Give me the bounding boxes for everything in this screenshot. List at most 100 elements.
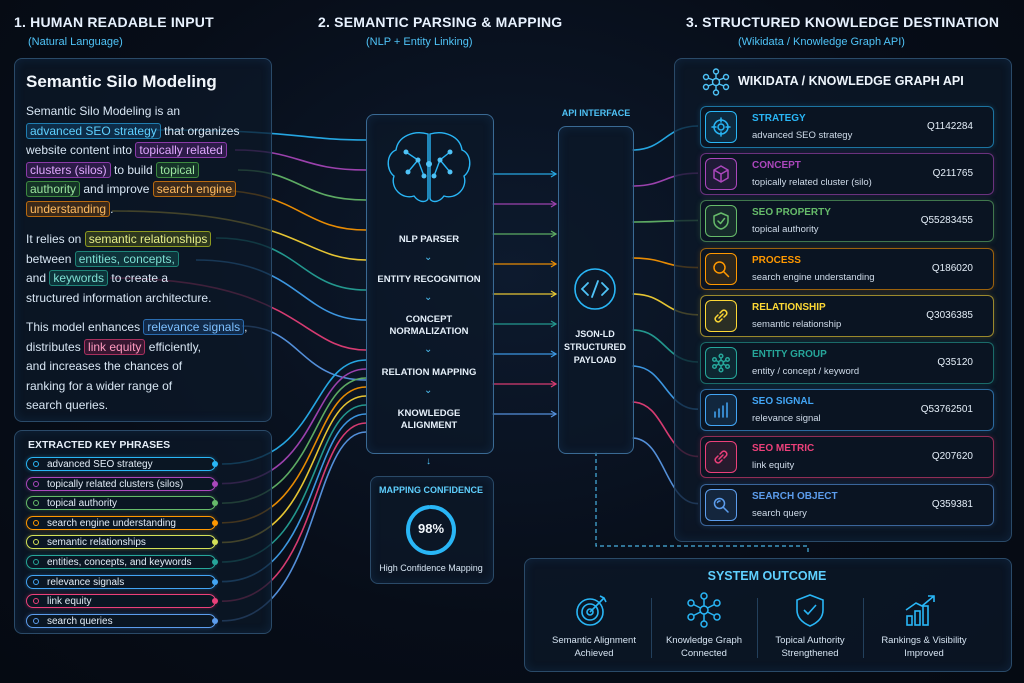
step-entity-recognition: ENTITY RECOGNITION [377,274,481,285]
text-run: , [244,320,248,334]
text-run: This model enhances [26,320,141,334]
input-paragraph-3: This model enhances relevance signals, d… [26,318,266,416]
confidence-value: 98% [417,521,445,536]
text-run: structured information architecture. [26,290,212,305]
text-run: between [26,251,72,266]
chevron-down-icon: ⌄ [424,344,433,355]
key-phrase-item: topical authority [26,496,218,511]
column-title-input: 1. HUMAN READABLE INPUT [14,14,214,30]
outcome-knowledge-graph: Knowledge Graph Connected [665,635,743,659]
brain-icon [387,132,471,203]
outcome-semantic-alignment: Semantic Alignment Achieved [552,635,636,659]
circle-icon [33,559,39,565]
mapping-confidence-panel [370,476,494,584]
knowledge-graph-title: WIKIDATA / KNOWLEDGE GRAPH API [738,74,964,88]
text-run: distributes [26,339,81,354]
arrowhead [550,290,558,298]
circle-icon [33,578,39,585]
network-icon [687,592,721,628]
circle-icon [33,480,39,487]
arrowhead [550,320,558,328]
text-run: . [110,201,114,216]
connector-dot [212,519,218,526]
key-phrase-item: advanced SEO strategy [26,457,218,471]
highlight-semantic-relationships: semantic relationships [84,231,212,247]
connector-dot [212,461,218,467]
divider [757,598,758,658]
arrowhead [550,380,558,388]
connector-dot [212,559,218,565]
input-panel-title: Semantic Silo Modeling [26,72,217,91]
card-qid: Q53762501 [920,404,973,416]
text-run: and increases the chances of [26,359,183,373]
circle-icon [33,519,39,526]
api-interface-label: API INTERFACE [561,108,631,118]
card-type: CONCEPT [752,160,801,172]
highlight-understanding: understanding [26,200,111,217]
text-run: to build [114,162,153,177]
text-run: and [26,271,47,285]
column-title-destination: 3. STRUCTURED KNOWLEDGE DESTINATION [686,14,1000,30]
confidence-caption: High Confidence Mapping [379,563,483,573]
key-phrases-title: EXTRACTED KEY PHRASES [28,439,171,451]
target-arrow-icon [576,595,607,626]
key-phrase-label: advanced SEO strategy [47,459,153,470]
arrowhead [550,350,558,358]
card-type: ENTITY GROUP [752,349,827,360]
network-icon [705,347,737,379]
card-description: relevance signal [752,413,821,425]
card-description: semantic relationship [752,318,842,330]
card-qid: Q186020 [931,262,973,274]
card-description: entity / concept / keyword [752,366,860,377]
card-qid: Q1142284 [927,121,973,132]
flow-line [595,452,809,554]
chevron-down-icon: ⌄ [424,385,433,396]
highlight-topically-related: topically related [135,142,227,158]
outcome-rankings-visibility: Rankings & Visibility Improved [881,635,967,659]
input-text-panel [14,58,272,422]
divider [651,598,652,658]
card-qid: Q207620 [931,451,973,463]
highlight-link-equity: link equity [84,338,146,355]
outcome-topical-authority: Topical Authority Strengthened [775,635,845,659]
circle-icon [33,598,39,605]
key-phrase-item: semantic relationships [26,535,218,550]
highlight-advanced-seo-strategy: advanced SEO strategy [26,122,161,139]
circle-icon [33,500,39,507]
system-outcome-panel [524,558,1012,672]
divider [863,598,864,658]
card-qid: Q35120 [937,357,973,368]
arrow-down-icon: ↓ [426,456,431,467]
magnifier-icon [705,252,737,285]
step-nlp-parser: NLP PARSER [398,234,460,245]
text-run: Semantic Silo Modeling is an [26,104,181,118]
key-phrase-item: link equity [26,594,218,609]
key-phrase-label: entities, concepts, and keywords [47,557,192,568]
highlight-clusters-silos: clusters (silos) [26,161,111,178]
arrowhead [550,260,558,268]
target-icon [705,111,737,143]
card-description: search query [752,507,807,519]
key-phrase-item: entities, concepts, and keywords [26,555,218,569]
search-doc-icon [705,488,737,521]
card-description: topical authority [752,224,819,236]
chevron-down-icon: ⌄ [424,292,433,303]
chevron-down-icon: ⌄ [424,252,433,263]
card-description: link equity [752,460,795,472]
card-type: SEO PROPERTY [752,207,831,219]
shield-check-icon [705,205,737,238]
knowledge-card-entity-group: ENTITY GROUP entity / concept / keyword Q3… [700,342,994,384]
card-qid: Q359381 [931,498,973,510]
highlight-relevance-signals: relevance signals [143,319,245,335]
text-run: website content into [26,143,133,157]
connector-dot [212,480,218,487]
api-interface-panel [558,126,634,454]
column-subtitle-input: (Natural Language) [28,36,123,48]
arrowhead [550,200,558,208]
